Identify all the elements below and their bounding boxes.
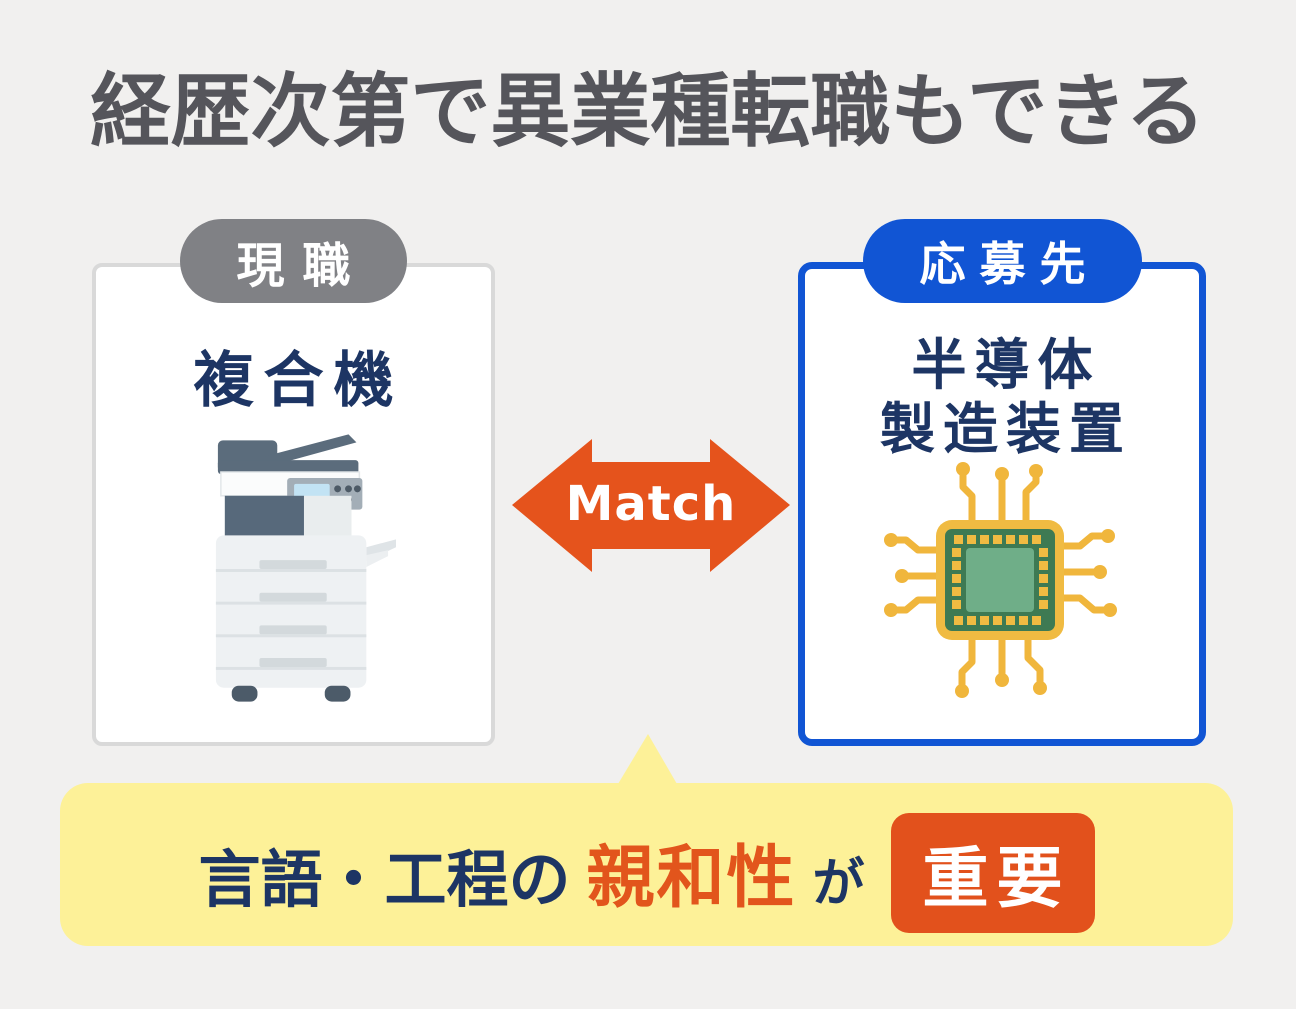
current-job-badge: 現職 bbox=[180, 219, 407, 303]
conclusion-particle: が bbox=[812, 854, 865, 914]
page-title: 経歴次第で異業種転職もできる bbox=[90, 65, 1206, 158]
match-arrow: Match bbox=[510, 437, 792, 574]
conclusion-emphasis-badge: 重要 bbox=[890, 813, 1095, 933]
target-job-badge: 応募先 bbox=[863, 219, 1142, 303]
multifunction-printer-icon bbox=[208, 430, 396, 708]
semiconductor-chip-icon bbox=[866, 448, 1138, 712]
target-job-name-line2: 製造装置 bbox=[879, 396, 1132, 461]
conclusion-banner: 言語・工程の 親和性 が 重要 bbox=[60, 734, 1233, 946]
conclusion-prefix: 言語・工程の bbox=[198, 843, 571, 916]
banner-pointer bbox=[618, 734, 677, 784]
current-job-name: 複合機 bbox=[193, 346, 404, 416]
conclusion-highlight: 親和性 bbox=[586, 839, 797, 918]
match-label: Match bbox=[565, 475, 737, 532]
double-arrow-shape bbox=[512, 439, 790, 572]
target-job-name: 半導体 製造装置 bbox=[798, 333, 1206, 462]
target-job-name-line1: 半導体 bbox=[911, 333, 1101, 397]
